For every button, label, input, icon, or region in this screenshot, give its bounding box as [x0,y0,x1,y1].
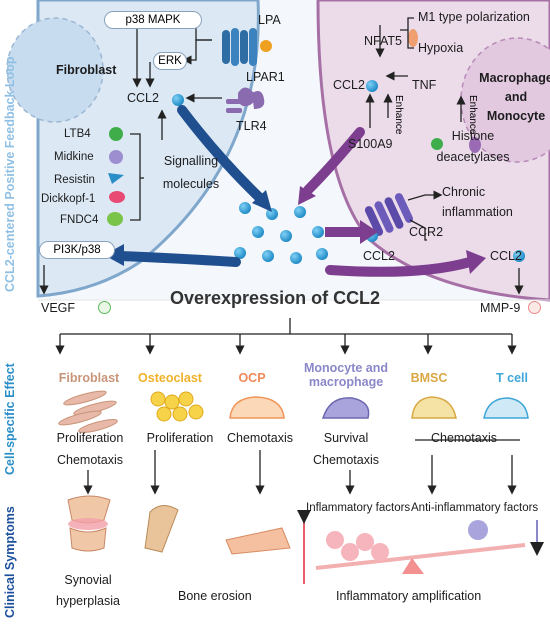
side-label-feedback-loop: CCL2-centered Positive Feedback Loop [3,56,17,292]
osteoclast-cells-icon [150,391,204,422]
bone-icon [144,505,179,553]
cell-name-bmsc: BMSC [410,371,448,385]
effect-bmsc-tcell: Chemotaxis [431,431,497,445]
center-ccl2-label: CCL2 [363,249,395,263]
ocp-cell-icon [229,396,285,419]
effect-macrophage-2: Chemotaxis [313,453,379,467]
signalling-label-1: Signalling [163,154,219,168]
side-label-clinical: Clinical Symptoms [3,506,17,618]
overexpression-title: Overexpression of CCL2 [170,288,381,308]
bone-erosion-icon [225,527,291,555]
molecule-ltb4: LTB4 [64,128,91,140]
macrophage-label-1: Macrophage [479,71,550,85]
lpar1-label: LPAR1 [246,70,285,84]
bmsc-cell-icon [411,396,457,419]
vegf-marker [98,301,111,314]
erk-pill: ERK [153,52,187,70]
histone-label-1: Histone [451,129,495,143]
macrophage-label-3: Monocyte [486,109,546,123]
ccr2-receptor [364,193,414,236]
chronic-label-2: inflammation [442,205,513,219]
mmp9-label: MMP-9 [480,301,521,315]
macrophage-ccl2-label: CCL2 [333,78,365,92]
effect-fibroblast-2: Chemotaxis [57,453,123,467]
macrophage-cell-icon [321,397,370,419]
cell-name-macrophage: Monocyte and macrophage [303,361,389,389]
side-label-cell-specific: Cell-specific Effect [3,363,17,475]
synovial-label-2: hyperplasia [56,594,120,608]
mmp9-marker [528,301,541,314]
molecule-icons [107,29,481,226]
fibroblast-cells-icon [58,390,118,433]
lpar1-receptor [222,28,272,66]
signalling-label-2: molecules [162,177,220,191]
inflammatory-amplification-label: Inflammatory amplification [336,589,482,603]
fibroblast-nucleus [6,17,104,123]
tcell-cell-icon [483,397,529,419]
joint-icon [67,495,111,552]
tnf-label: TNF [412,78,437,92]
cell-name-fibroblast: Fibroblast [58,371,120,385]
right-ccl2-label: CCL2 [490,249,522,263]
inflammatory-factors-label: Inflammatory factors [306,502,411,514]
enhance-label-2: Enhance [467,95,478,135]
p38-mapk-pill: p38 MAPK [104,11,202,29]
histone-label-2: deacetylases [436,150,510,164]
molecule-dickkopf: Dickkopf-1 [41,193,96,205]
anti-inflammatory-factors-label: Anti-inflammatory factors [411,502,539,514]
macrophage-label-2: and [504,90,528,104]
cell-name-ocp: OCP [238,371,266,385]
fibroblast-ccl2-label: CCL2 [127,91,159,105]
cell-icons [58,390,529,433]
tlr4-receptor [226,87,265,113]
s100a9-label: S100A9 [348,137,393,151]
m1-polarization-label: M1 type polarization [418,10,530,24]
effect-ocp: Chemotaxis [227,431,293,445]
molecule-fndc4: FNDC4 [60,214,99,226]
effect-fibroblast-1: Proliferation [56,431,124,445]
vegf-label: VEGF [41,301,76,315]
cell-name-osteoclast: Osteoclast [138,371,202,385]
chronic-label-1: Chronic [442,185,486,199]
ccr2-label: CCR2 [409,225,444,239]
molecule-resistin: Resistin [54,174,95,186]
lpa-label: LPA [258,13,281,27]
fibroblast-label: Fibroblast [56,63,117,77]
synovial-label-1: Synovial [64,573,112,587]
effect-osteoclast: Proliferation [146,431,214,445]
cell-name-tcell: T cell [496,371,528,385]
pi3k-pill: PI3K/p38 [39,241,115,259]
nfat5-label: NFAT5 [364,34,402,48]
enhance-label-1: Enhance [393,95,404,135]
tlr4-label: TLR4 [236,119,267,133]
bone-erosion-label: Bone erosion [178,589,252,603]
hypoxia-label: Hypoxia [418,41,464,55]
seesaw-icon [297,510,544,584]
effect-macrophage-1: Survival [323,431,369,445]
macrophage-nucleus [460,37,550,163]
molecule-midkine: Midkine [54,151,94,163]
